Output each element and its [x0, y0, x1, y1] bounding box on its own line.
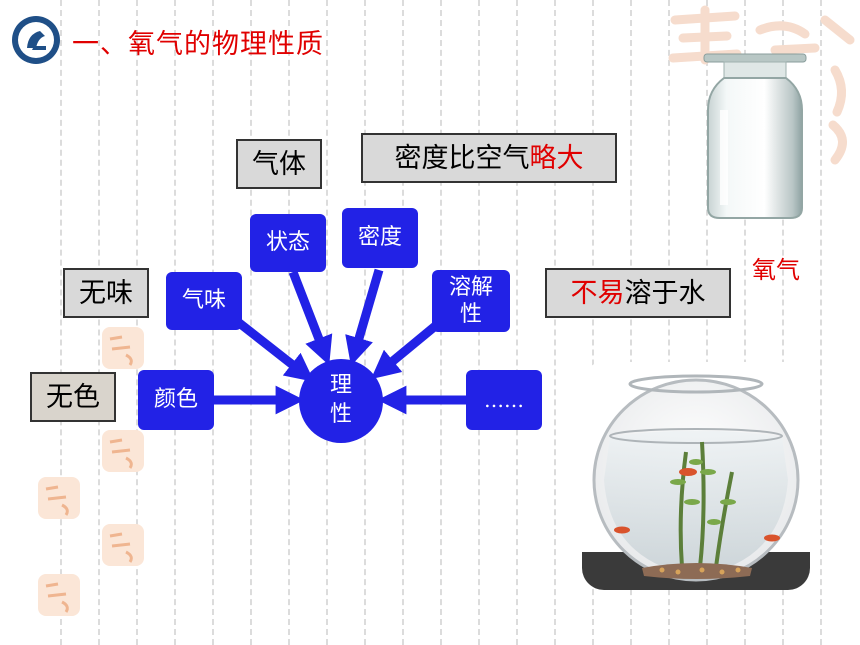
arrow-smell: [235, 318, 315, 382]
seal-decoration: [102, 327, 144, 369]
node-solubility-label-1: 溶解: [448, 274, 493, 300]
logo-icon: [12, 16, 60, 64]
answer-smell-text: 无味: [79, 277, 133, 309]
oxygen-label: 氧气: [752, 256, 800, 284]
seal-decoration: [38, 477, 80, 519]
seal-decoration: [668, 5, 855, 165]
answer-density-prefix: 密度比空气: [394, 142, 530, 174]
seal-decoration: [38, 574, 80, 616]
node-smell-label: 气味: [181, 288, 226, 314]
arrow-state: [288, 270, 333, 366]
answer-color-box: 无色: [30, 372, 116, 422]
answer-color-text: 无色: [46, 381, 100, 413]
node-state: 状态: [250, 214, 326, 272]
seal-decoration: [102, 430, 144, 472]
answer-solubility-box: 不易溶于水: [545, 268, 731, 318]
answer-smell-box: 无味: [63, 268, 149, 318]
center-label-2: 性: [329, 402, 352, 427]
node-density-label: 密度: [357, 225, 402, 251]
answer-density-highlight: 略大: [529, 142, 584, 174]
node-density: 密度: [342, 208, 418, 268]
answer-solubility-highlight: 不易: [570, 277, 625, 309]
node-solubility-label-2: 性: [459, 302, 482, 327]
node-state-label: 状态: [265, 230, 310, 256]
node-solubility: 溶解 性: [432, 270, 510, 332]
seal-decoration: [102, 524, 144, 566]
node-more: ……: [466, 370, 542, 430]
fishbowl-image: [582, 362, 810, 590]
node-smell: 气味: [166, 272, 242, 330]
gas-jar-image: [703, 53, 807, 219]
page-title: 一、氧气的物理性质: [72, 29, 324, 60]
node-color: 颜色: [138, 370, 214, 430]
node-color-label: 颜色: [153, 387, 198, 413]
answer-solubility-suffix: 溶于水: [624, 277, 706, 309]
answer-density-box: 密度比空气略大: [361, 133, 617, 183]
answer-state-box: 气体: [236, 139, 322, 189]
node-center: 理 性: [299, 359, 383, 443]
answer-state-text: 气体: [252, 148, 306, 180]
node-more-label: ……: [484, 387, 524, 412]
center-label-1: 理: [329, 373, 352, 399]
arrow-density: [345, 268, 384, 366]
